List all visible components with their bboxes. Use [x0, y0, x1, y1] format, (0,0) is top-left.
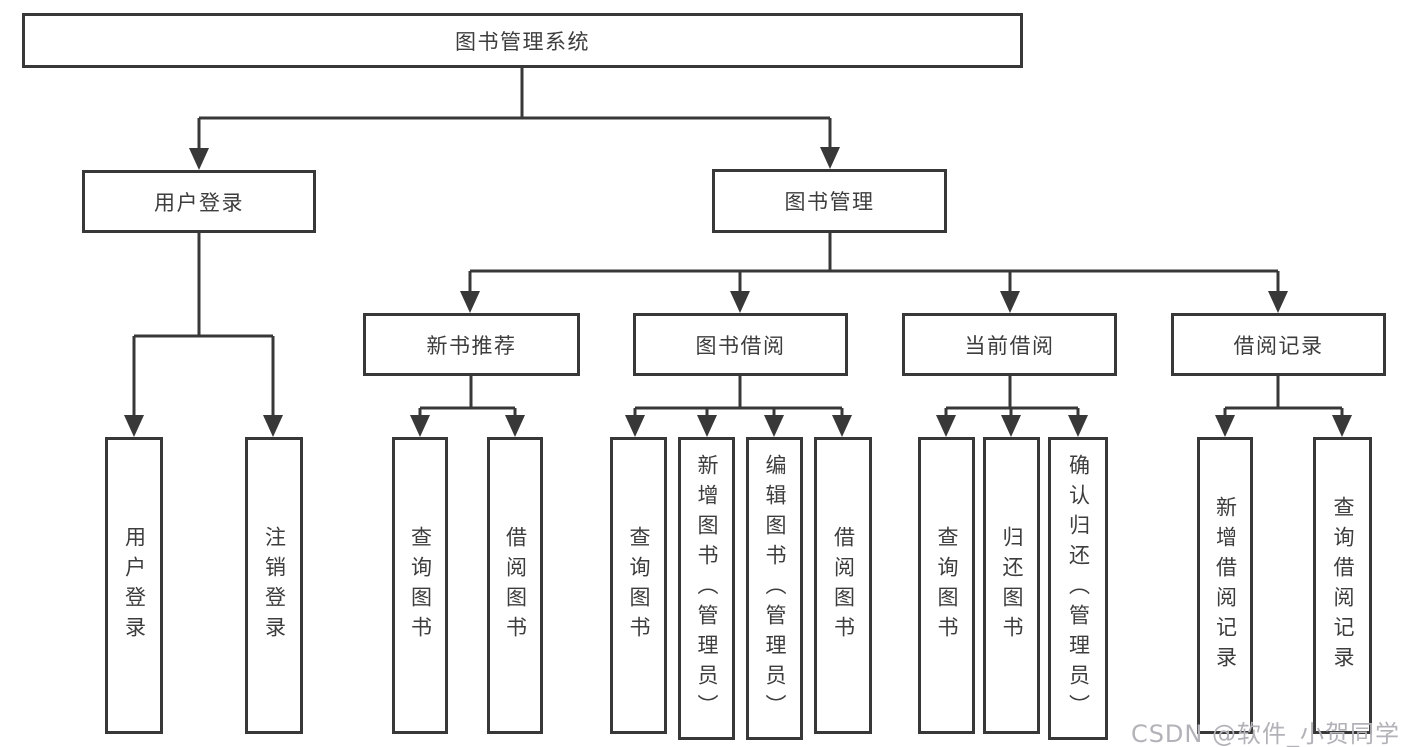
node-label: 用户登录 [154, 190, 244, 215]
node-label: 查询图书 [408, 525, 433, 646]
node-label: 图书借阅 [695, 333, 786, 358]
leaf-query-book-current: 查询图书 [918, 437, 975, 734]
node-label: 确认归还（管理员） [1066, 453, 1091, 724]
leaf-query-borrow-record: 查询借阅记录 [1313, 437, 1372, 734]
node-book-management: 图书管理 [712, 169, 947, 233]
node-label: 查询借阅记录 [1331, 495, 1355, 676]
node-current-borrow: 当前借阅 [902, 313, 1117, 376]
node-label: 查询图书 [935, 525, 959, 646]
leaf-borrow-book: 借阅图书 [814, 437, 872, 734]
node-new-book-recommend: 新书推荐 [363, 313, 580, 376]
node-label: 新书推荐 [426, 333, 517, 358]
node-borrow-records: 借阅记录 [1171, 313, 1386, 376]
node-label: 借阅图书 [503, 525, 528, 646]
leaf-return-book: 归还图书 [983, 437, 1040, 734]
node-label: 借阅记录 [1233, 333, 1324, 358]
node-label: 图书管理 [784, 190, 875, 214]
csdn-watermark: CSDN @软件_小贺同学 [1130, 720, 1400, 747]
leaf-add-book-admin: 新增图书（管理员） [678, 437, 735, 740]
node-label: 用户登录 [122, 525, 147, 646]
node-label: 图书管理系统 [455, 29, 590, 54]
node-label: 当前借阅 [964, 333, 1055, 358]
leaf-query-book-borrow: 查询图书 [610, 437, 667, 734]
leaf-borrow-book-recommend: 借阅图书 [487, 437, 543, 734]
node-user-login: 用户登录 [82, 170, 316, 233]
leaf-user-login: 用户登录 [105, 437, 163, 734]
node-label: 新增图书（管理员） [695, 453, 719, 724]
node-label: 注销登录 [262, 525, 287, 646]
node-label: 借阅图书 [831, 525, 856, 646]
node-label: 归还图书 [1000, 525, 1024, 646]
leaf-add-borrow-record: 新增借阅记录 [1197, 437, 1253, 734]
node-label: 新增借阅记录 [1213, 495, 1238, 676]
node-root: 图书管理系统 [22, 13, 1023, 68]
leaf-query-book-recommend: 查询图书 [392, 437, 448, 734]
node-book-borrow: 图书借阅 [633, 313, 848, 376]
node-label: 查询图书 [627, 525, 651, 646]
leaf-edit-book-admin: 编辑图书（管理员） [746, 437, 803, 740]
leaf-logout: 注销登录 [245, 437, 303, 734]
node-label: 编辑图书（管理员） [763, 453, 787, 724]
leaf-confirm-return-admin: 确认归还（管理员） [1048, 437, 1108, 740]
